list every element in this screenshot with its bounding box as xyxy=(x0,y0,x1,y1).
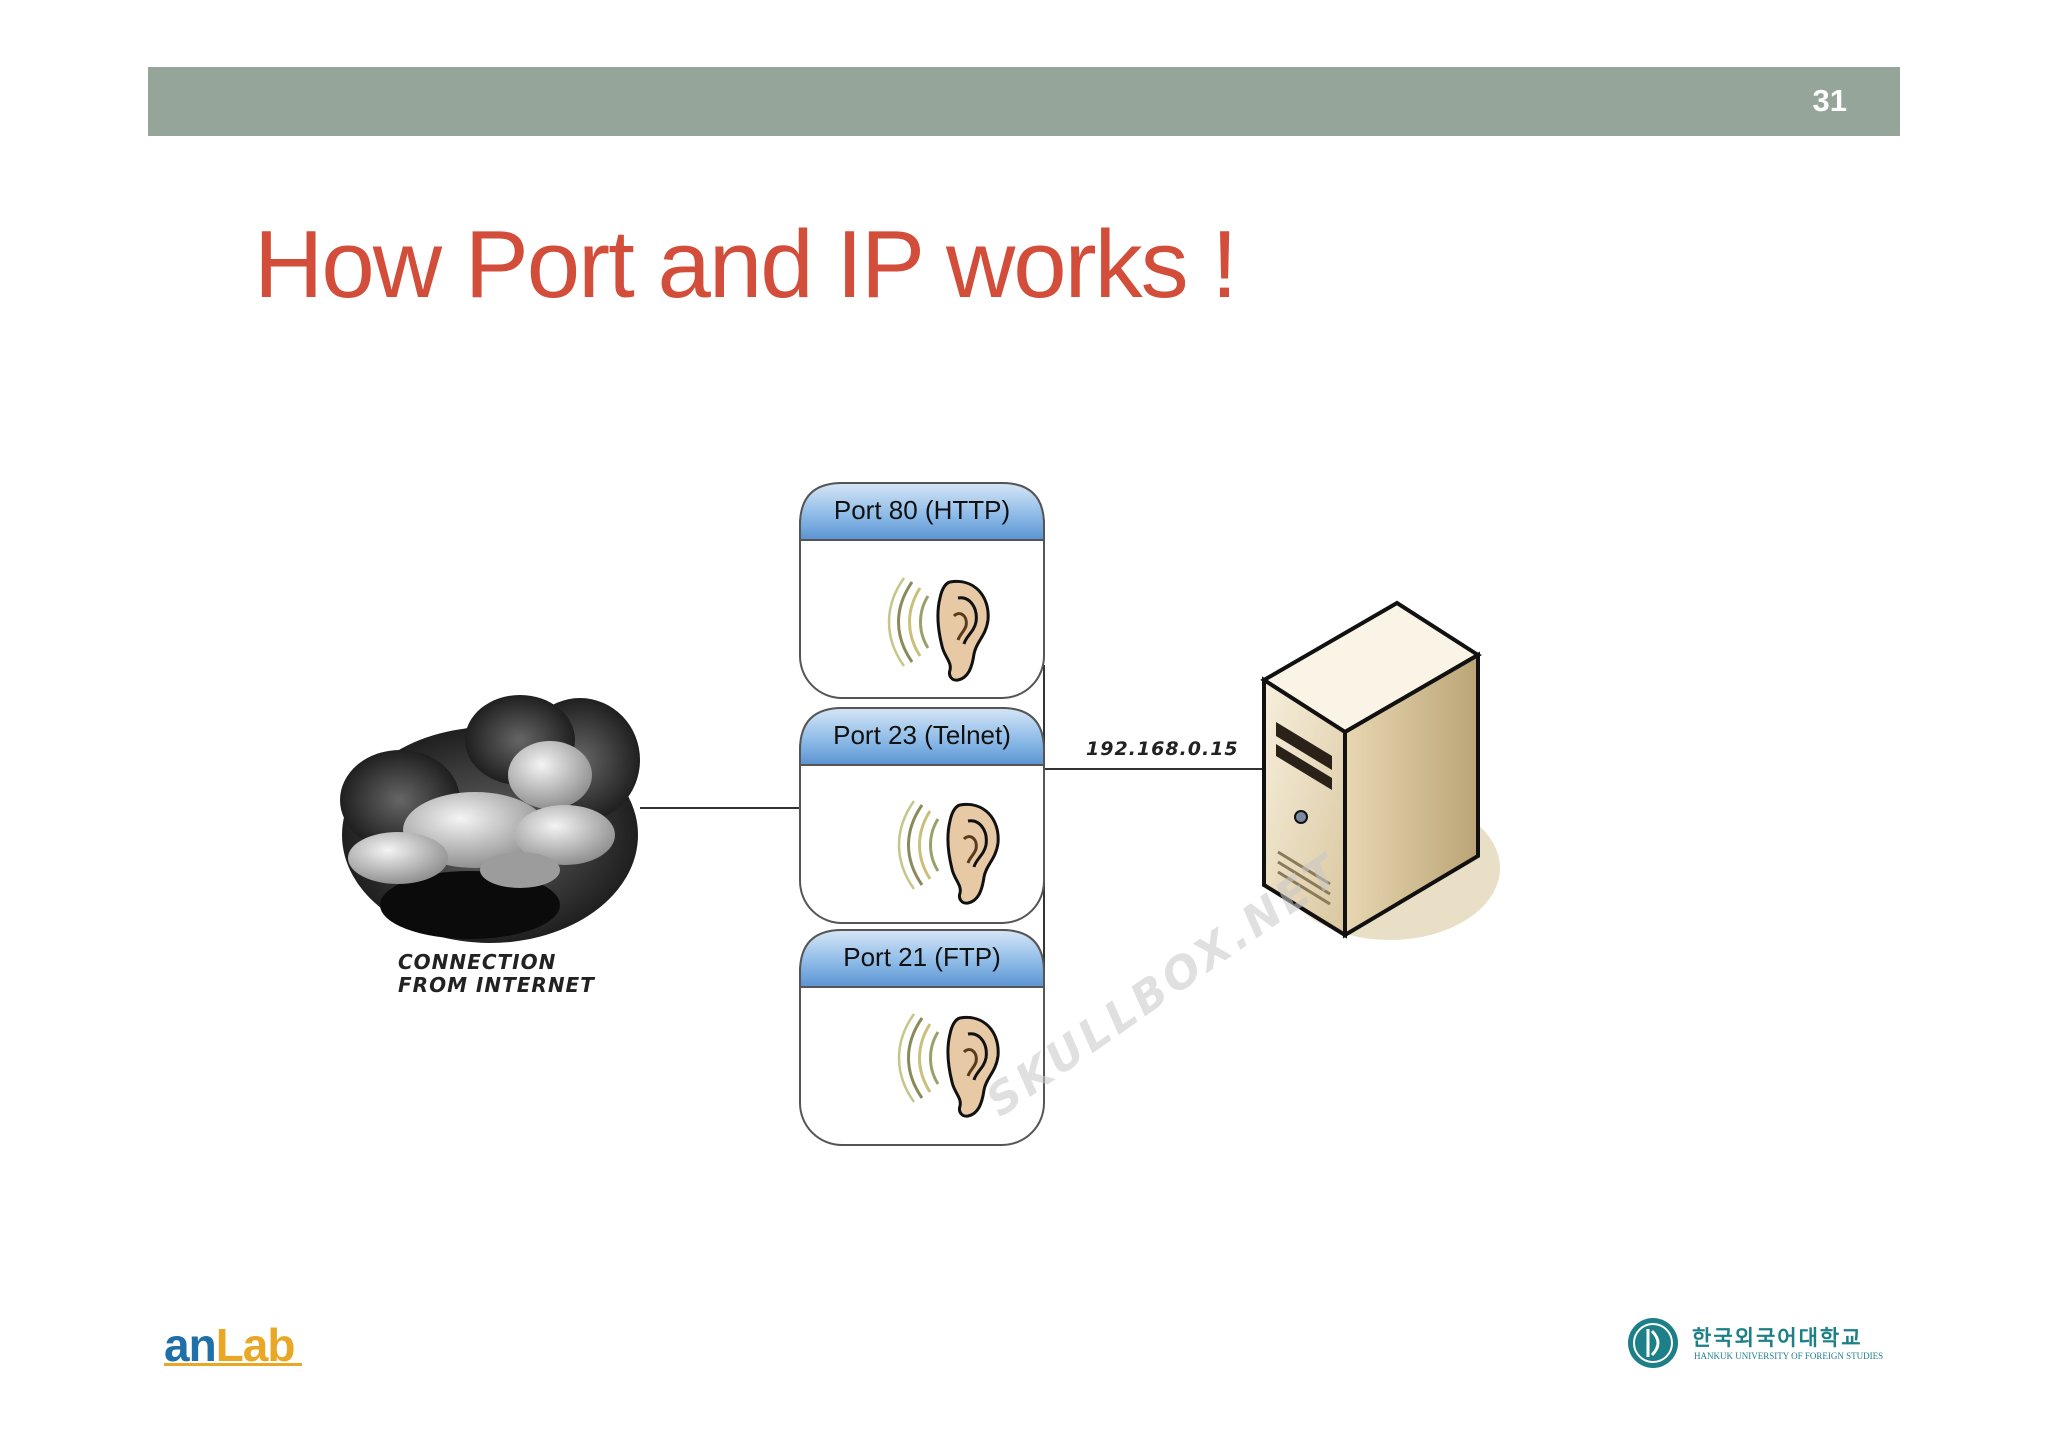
university-seal-icon xyxy=(1628,1318,1678,1368)
cloud-label-line1: CONNECTION xyxy=(398,950,556,974)
anlab-logo: anLab xyxy=(164,1318,296,1372)
ip-address-label: 192.168.0.15 xyxy=(1086,738,1239,760)
slide-title: How Port and IP works ! xyxy=(254,211,1238,318)
server-icon xyxy=(1260,600,1500,940)
anlab-logo-underline xyxy=(164,1363,302,1366)
port-label: Port 80 (HTTP) xyxy=(834,495,1010,525)
university-logo: 한국외국어대학교 HANKUK UNIVERSITY OF FOREIGN ST… xyxy=(1626,1314,1883,1374)
port-label: Port 21 (FTP) xyxy=(843,942,1000,972)
port-label: Port 23 (Telnet) xyxy=(833,720,1011,750)
internet-cloud-icon xyxy=(340,695,640,943)
cloud-label-line2: FROM INTERNET xyxy=(398,973,595,997)
port-box-http: Port 80 (HTTP) xyxy=(799,482,1045,699)
port-box-telnet: Port 23 (Telnet) xyxy=(799,707,1045,924)
anlab-logo-part2: Lab xyxy=(215,1319,296,1371)
anlab-logo-part1: an xyxy=(164,1319,217,1371)
university-name-english: HANKUK UNIVERSITY OF FOREIGN STUDIES xyxy=(1694,1351,1884,1361)
port-box-ftp: Port 21 (FTP) xyxy=(799,929,1045,1146)
university-name-korean: 한국외국어대학교 xyxy=(1692,1326,1863,1350)
header-bar: 31 xyxy=(148,67,1900,136)
slide-number: 31 xyxy=(1812,83,1847,118)
